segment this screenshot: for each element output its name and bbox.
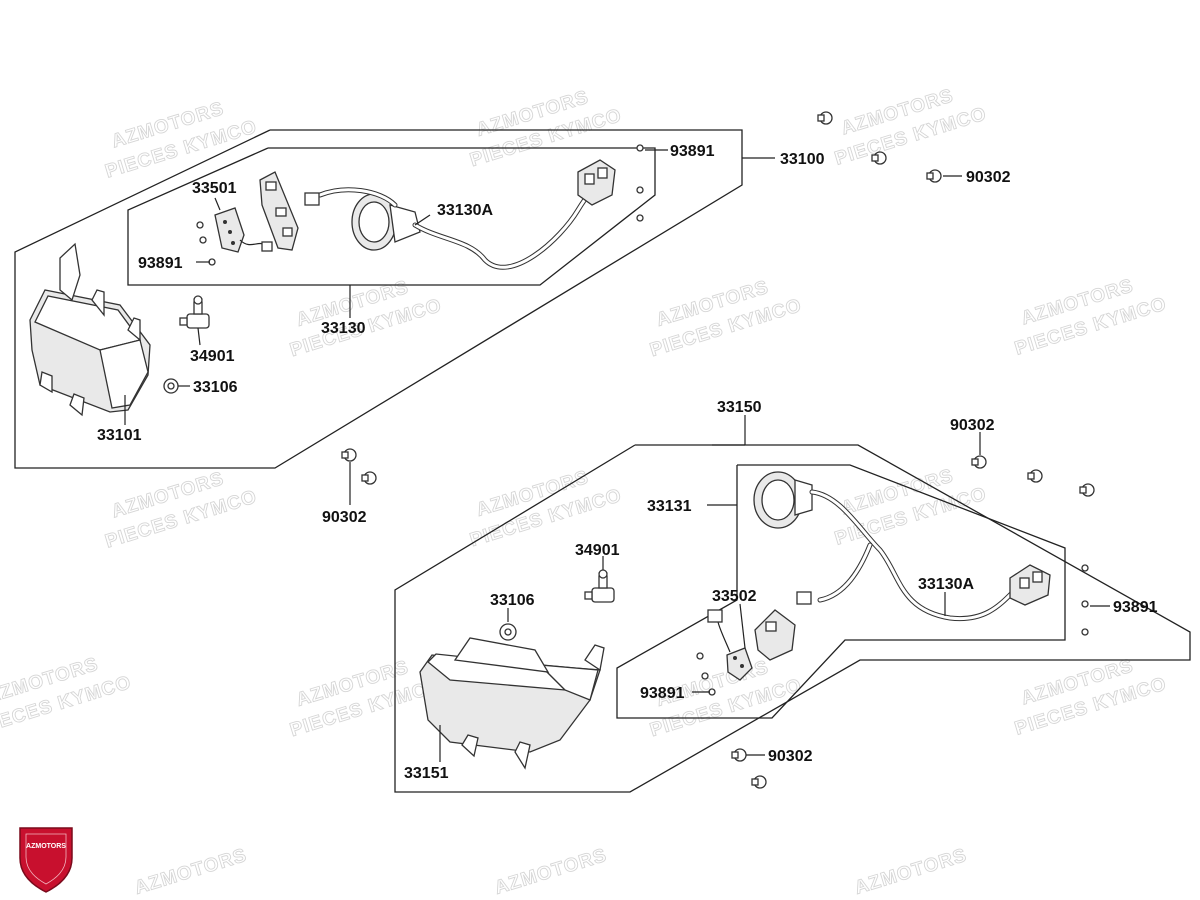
lamp-socket-bottom <box>753 471 813 529</box>
group-outline-33150 <box>394 444 1191 793</box>
azmotors-logo: AZMOTORS <box>19 827 73 893</box>
part-label-90302-right: 90302 <box>950 417 995 434</box>
part-label-90302-top: 90302 <box>966 169 1011 186</box>
assembly-33100: 33100 93891 90302 33501 33130A 93891 331… <box>14 111 1011 526</box>
part-label-93891-right: 93891 <box>1113 599 1158 616</box>
wire-harness-top <box>304 159 616 270</box>
part-label-34901-bottom: 34901 <box>575 542 620 559</box>
watermark-line1: AZMOTORS <box>132 845 249 899</box>
bulb-top <box>179 295 210 329</box>
lamp-socket-top <box>351 193 421 251</box>
bolts-mid <box>341 448 377 485</box>
part-label-33106-bottom: 33106 <box>490 592 535 609</box>
part-label-34901-top: 34901 <box>190 348 235 365</box>
part-label-33130A-bottom: 33130A <box>918 576 974 593</box>
part-label-33501: 33501 <box>192 180 237 197</box>
leader-lines-top <box>124 149 962 505</box>
part-label-33150: 33150 <box>717 399 762 416</box>
part-label-33130A-top: 33130A <box>437 202 493 219</box>
group-outline-33130 <box>127 147 656 286</box>
part-label-33100: 33100 <box>780 151 825 168</box>
part-label-33151: 33151 <box>404 765 449 782</box>
bolts-bottom <box>731 748 767 789</box>
bolts-top-right <box>817 111 942 183</box>
led-board-top <box>214 207 273 253</box>
bulb-bottom <box>584 569 615 603</box>
part-label-90302-bottom: 90302 <box>768 748 813 765</box>
part-label-33130: 33130 <box>321 320 366 337</box>
part-label-33106-top: 33106 <box>193 379 238 396</box>
part-label-93891-bottom: 93891 <box>640 685 685 702</box>
part-label-93891-top: 93891 <box>670 143 715 160</box>
bolts-bottom-right <box>971 455 1095 497</box>
leader-lines-bottom <box>439 415 1110 762</box>
part-label-33131: 33131 <box>647 498 692 515</box>
socket-plate-top <box>259 171 299 251</box>
group-outline-33100 <box>14 129 743 469</box>
part-label-33502: 33502 <box>712 588 757 605</box>
wire-harness-bottom <box>796 489 1051 622</box>
headlight-housing-left <box>29 242 151 417</box>
logo-text: AZMOTORS <box>26 843 66 850</box>
part-label-90302-mid: 90302 <box>322 509 367 526</box>
headlight-housing-right <box>419 637 605 770</box>
group-outline-33131 <box>616 464 1066 719</box>
part-label-33101: 33101 <box>97 427 142 444</box>
watermark-line1: AZMOTORS <box>852 845 969 899</box>
watermark-line1: AZMOTORS <box>492 845 609 899</box>
assembly-33150: 33150 90302 33131 34901 33106 33502 3313… <box>394 399 1191 793</box>
part-label-93891-left: 93891 <box>138 255 183 272</box>
led-board-bottom <box>707 609 796 681</box>
screws-top <box>196 144 644 266</box>
